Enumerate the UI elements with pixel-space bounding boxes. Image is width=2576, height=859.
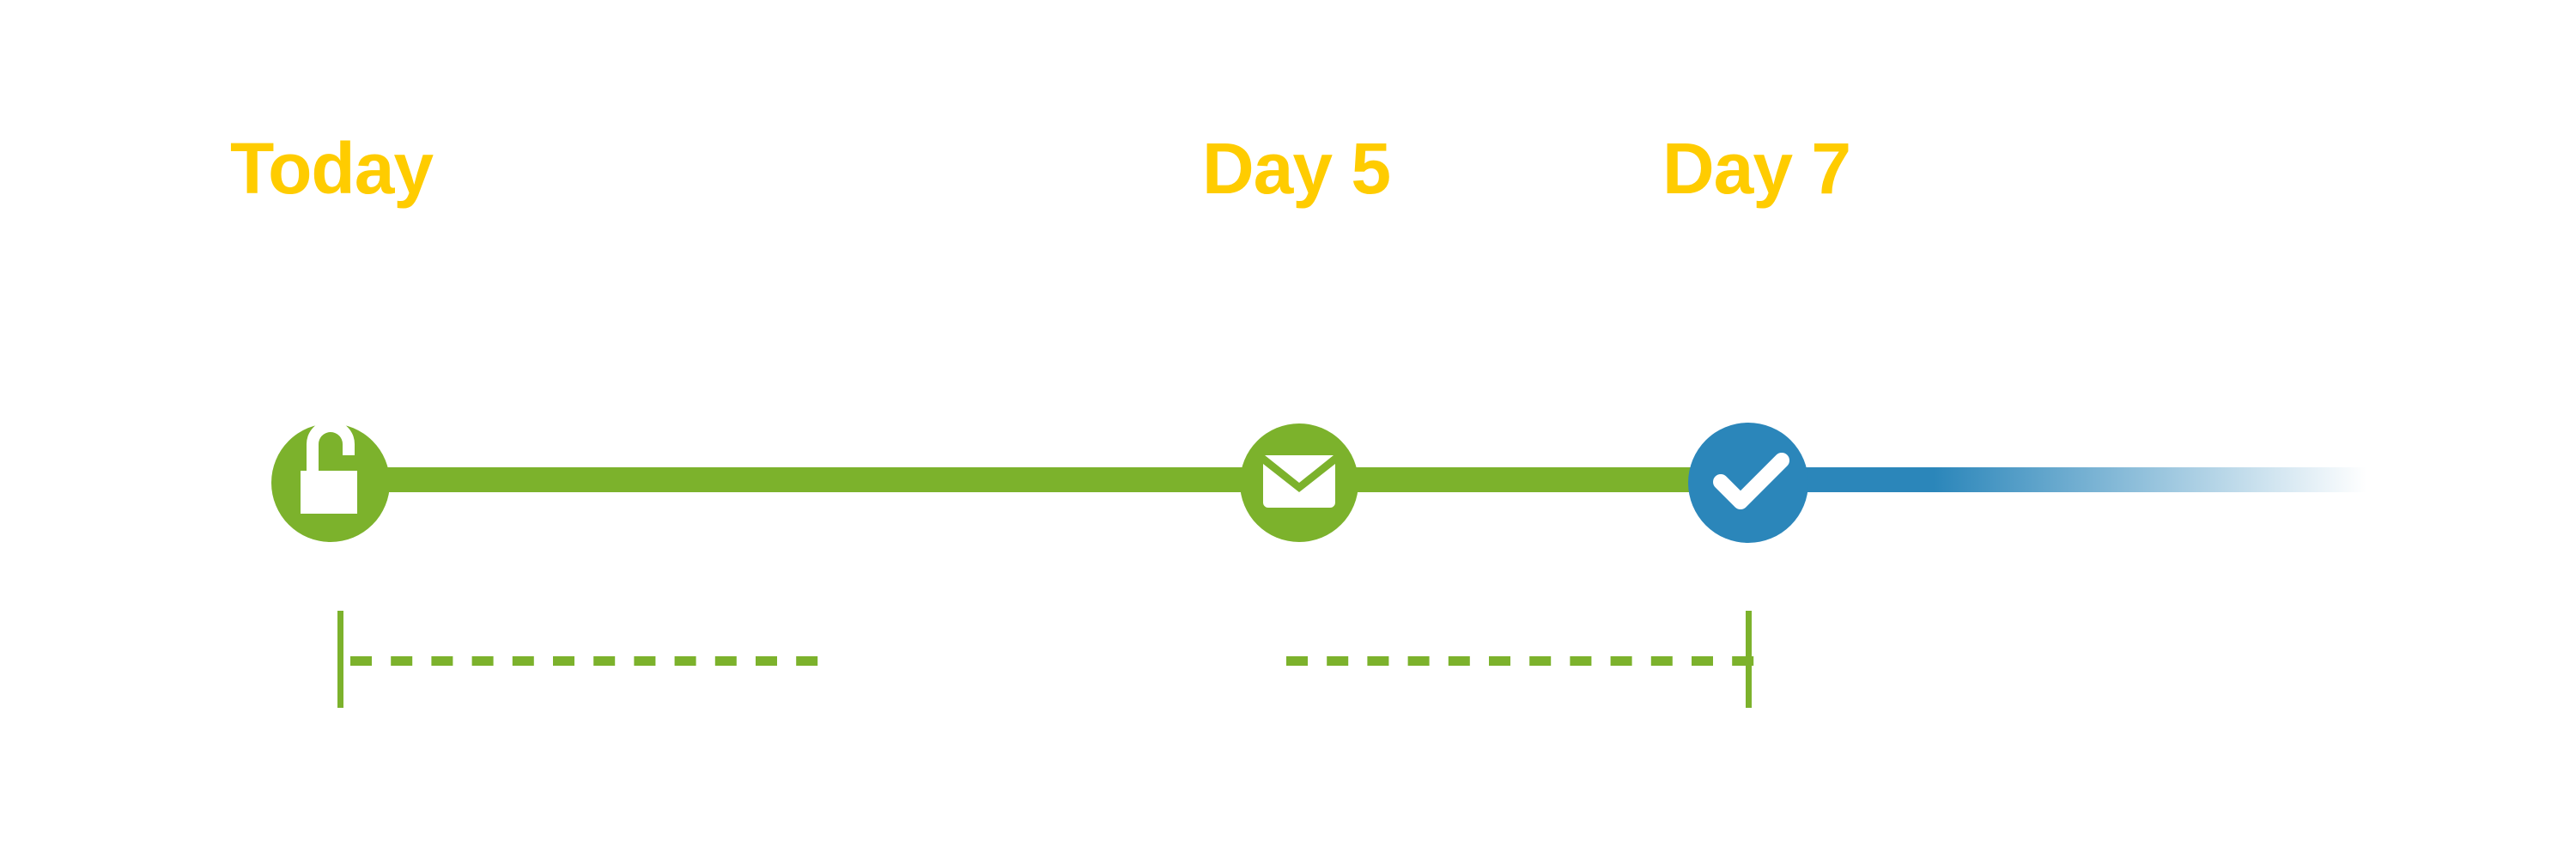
dash-segment bbox=[1448, 656, 1470, 666]
timeline-track-blue-fade bbox=[1748, 467, 2366, 492]
milestone-label-today: Today bbox=[230, 128, 434, 209]
dash-segment bbox=[1327, 656, 1349, 666]
dash-segment bbox=[471, 656, 494, 666]
envelope-icon bbox=[1263, 455, 1335, 508]
dash-segment bbox=[350, 656, 372, 666]
milestone-day5 bbox=[1240, 423, 1358, 542]
dash-segment bbox=[553, 656, 574, 666]
dash-segment bbox=[674, 656, 696, 666]
dash-segment bbox=[1407, 656, 1430, 666]
dash-segment bbox=[1367, 656, 1389, 666]
checkmark-icon bbox=[1713, 453, 1789, 509]
dash-segment bbox=[1692, 656, 1713, 666]
dash-segment bbox=[634, 656, 656, 666]
dash-segment bbox=[1732, 656, 1754, 666]
milestone-day7 bbox=[1688, 423, 1808, 543]
duration-bracket-right bbox=[1286, 611, 1754, 708]
milestone-today bbox=[271, 420, 390, 542]
dash-segment bbox=[512, 656, 534, 666]
dash-segment bbox=[714, 656, 737, 666]
dash-segment bbox=[431, 656, 453, 666]
dash-segment bbox=[1489, 656, 1510, 666]
dash-segment bbox=[796, 656, 818, 666]
duration-bracket-left bbox=[337, 611, 818, 708]
unlock-icon bbox=[301, 420, 357, 514]
dash-segment bbox=[593, 656, 616, 666]
milestone-label-day5: Day 5 bbox=[1202, 128, 1391, 209]
milestone-label-day7: Day 7 bbox=[1662, 128, 1851, 209]
dash-segment bbox=[1610, 656, 1632, 666]
dash-segment bbox=[1570, 656, 1592, 666]
dash-segment bbox=[1650, 656, 1673, 666]
dash-segment bbox=[756, 656, 777, 666]
dash-segment bbox=[1286, 656, 1308, 666]
timeline-track-green bbox=[331, 467, 1748, 492]
dash-segment bbox=[1529, 656, 1552, 666]
dash-segment bbox=[391, 656, 413, 666]
